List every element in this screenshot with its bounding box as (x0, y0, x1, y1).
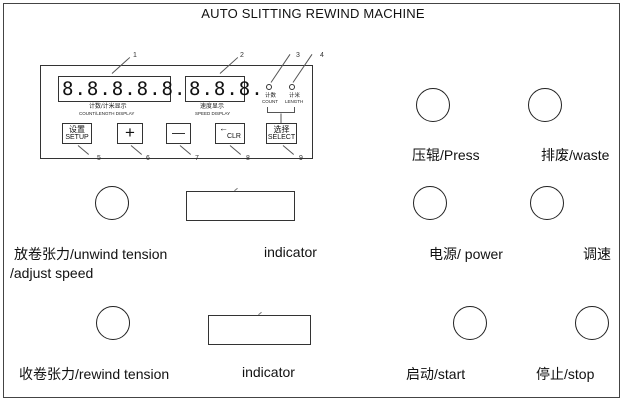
select-key[interactable]: 选择 SELECT (266, 123, 297, 144)
stop-label: 停止/stop (536, 366, 595, 382)
length-led (289, 84, 295, 90)
power-label: 电源/ power (429, 246, 503, 262)
callout-4: 4 (320, 52, 324, 59)
indicator-display-1 (186, 191, 295, 221)
machine-panel-frame (3, 3, 620, 398)
clr-key[interactable]: ← CLR (215, 123, 245, 144)
indicator-2-label: indicator (242, 364, 295, 380)
indicator-1-label: indicator (264, 244, 317, 260)
callout-2: 2 (240, 52, 244, 59)
speed-display: 8.8.8. (185, 76, 263, 102)
callout-8: 8 (246, 155, 250, 162)
power-switch[interactable] (413, 186, 447, 220)
page-title: AUTO SLITTING REWIND MACHINE (201, 6, 425, 21)
press-label: 压辊/Press (412, 147, 480, 163)
setup-key-en: SETUP (65, 134, 89, 141)
clr-key-label: CLR (226, 133, 241, 140)
callout-6: 6 (146, 155, 150, 162)
speed-display-label-cn: 速度显示 (200, 104, 225, 110)
count-led-label-en: COUNT (262, 99, 278, 104)
rewind-tension-label: 收卷张力/rewind tension (19, 366, 170, 382)
waste-label: 排废/waste (541, 147, 610, 163)
led-bracket (267, 107, 295, 113)
count-display-label-en: COUNT/LENGTH DISPLAY (79, 111, 135, 116)
callout-5: 5 (97, 155, 101, 162)
callout-3: 3 (296, 52, 300, 59)
count-length-display: 8.8.8.8.8.8. (58, 76, 210, 102)
count-led (266, 84, 272, 90)
control-panel (40, 65, 313, 159)
speed-display-label-en: SPEED DISPLAY (195, 111, 231, 116)
callout-1: 1 (133, 52, 137, 59)
speed-adjust-label: 调速 (583, 246, 611, 262)
clr-arrow-icon: ← (219, 123, 228, 133)
rewind-tension-knob[interactable] (96, 306, 130, 340)
speed-adjust-knob[interactable] (530, 186, 564, 220)
adjust-speed-label: /adjust speed (10, 265, 94, 281)
select-key-cn: 选择 (273, 125, 290, 134)
count-led-label-cn: 计数 (265, 93, 277, 99)
length-led-label-en: LENGTH (285, 99, 304, 104)
start-button[interactable] (453, 306, 487, 340)
select-key-en: SELECT (267, 134, 296, 141)
unwind-tension-label: 放卷张力/unwind tension (14, 246, 168, 262)
stop-button[interactable] (575, 306, 609, 340)
minus-key[interactable]: — (166, 123, 191, 144)
count-display-label-cn: 计数/计米显示 (89, 104, 127, 110)
length-led-label-cn: 计米 (289, 93, 301, 99)
callout-9: 9 (299, 155, 303, 162)
led-bracket-stem (280, 113, 282, 124)
setup-key[interactable]: 设置 SETUP (62, 123, 92, 144)
indicator-display-2 (208, 315, 311, 345)
waste-knob[interactable] (528, 88, 562, 122)
callout-7: 7 (195, 155, 199, 162)
setup-key-cn: 设置 (69, 125, 85, 134)
press-knob[interactable] (416, 88, 450, 122)
unwind-tension-knob[interactable] (95, 186, 129, 220)
start-label: 启动/start (406, 366, 466, 382)
plus-key[interactable]: + (117, 123, 143, 144)
